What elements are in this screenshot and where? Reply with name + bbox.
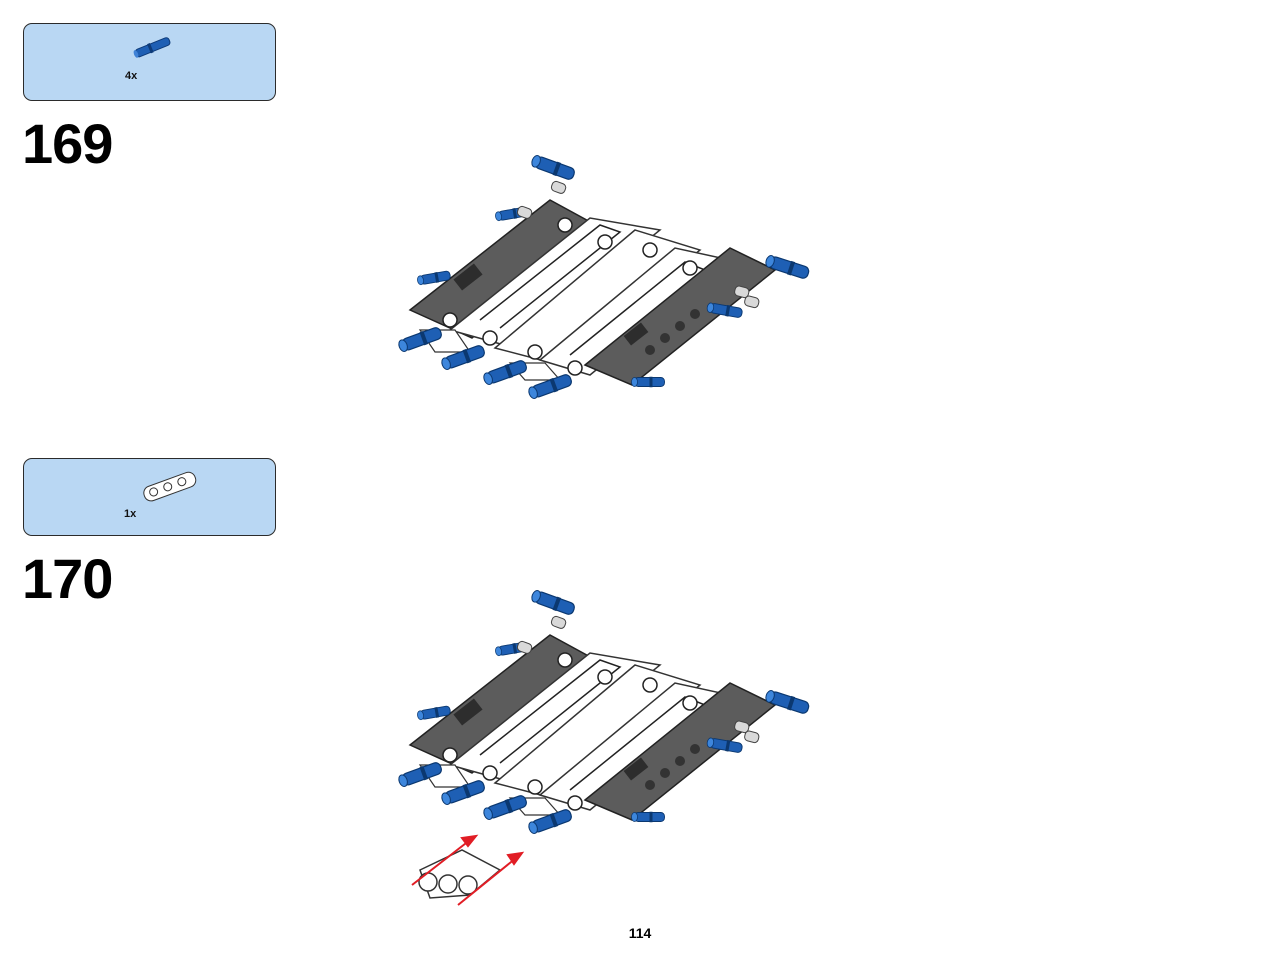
step-169-model xyxy=(397,153,810,400)
part-quantity: 4x xyxy=(125,70,138,82)
parts-list-box-step-169: 4x xyxy=(23,23,276,101)
parts-list-box-step-170: 1x xyxy=(23,458,276,536)
page-number: 114 xyxy=(628,925,652,941)
new-beam-part xyxy=(418,849,502,899)
white-3-hole-beam-icon xyxy=(143,471,197,502)
assembly-arrow-icon xyxy=(411,834,525,906)
step-number: 169 xyxy=(22,112,113,175)
step-170-model xyxy=(397,588,810,906)
part-quantity: 1x xyxy=(124,508,137,520)
blue-axle-pin-icon xyxy=(133,37,171,58)
step-number: 170 xyxy=(22,547,113,610)
